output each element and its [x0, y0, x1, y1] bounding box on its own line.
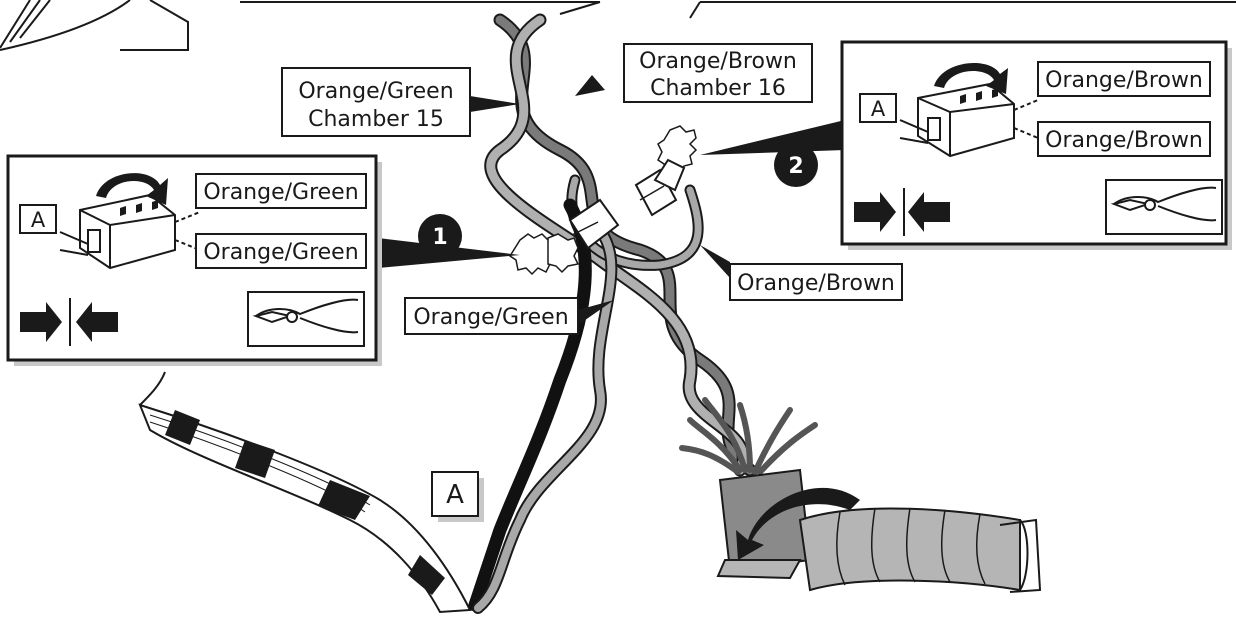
svg-text:Orange/Brown: Orange/Brown — [1045, 128, 1203, 153]
step-badge-1: 1 — [418, 214, 462, 258]
svg-text:Orange/Green: Orange/Green — [203, 240, 358, 265]
svg-text:1: 1 — [432, 225, 447, 250]
callout-text: Orange/Brown — [737, 271, 895, 296]
twisted-pair-top — [484, 13, 757, 477]
cable-bundle — [679, 397, 1042, 593]
callout-orange-green-wire: Orange/Green — [404, 297, 579, 335]
svg-text:A: A — [871, 97, 886, 121]
instruction-panel-left: A Orange/Green Orange/Green — [6, 154, 382, 366]
svg-text:Orange/Green: Orange/Green — [203, 180, 358, 205]
step-badge-2: 2 — [774, 143, 818, 187]
key-box-a: A — [19, 204, 57, 234]
pliers-icon — [247, 291, 365, 347]
svg-text:A: A — [446, 480, 464, 510]
splice-connector-1 — [508, 198, 620, 276]
callout-line-1: Orange/Brown — [639, 49, 797, 74]
pliers-icon — [1105, 179, 1223, 235]
connector-icon — [59, 193, 201, 270]
ribbon-cable — [138, 371, 472, 614]
press-arrows-icon — [20, 298, 118, 346]
svg-text:A: A — [31, 208, 46, 232]
twisted-pair-bottom — [468, 198, 618, 614]
splice-connector-2 — [634, 125, 698, 217]
svg-text:2: 2 — [788, 154, 803, 179]
wire-label-bottom: Orange/Brown — [1037, 121, 1211, 157]
rotate-arrow-icon — [934, 62, 1008, 94]
wrap-direction-arrow-icon — [736, 487, 860, 560]
instruction-panel-right: A Orange/Brown Orange/Brown — [840, 40, 1232, 250]
callout-line-2: Chamber 15 — [308, 107, 444, 132]
callout-orange-green-chamber: Orange/Green Chamber 15 — [281, 67, 471, 137]
key-box-a: A — [859, 93, 897, 123]
top-strip — [240, 1, 1236, 19]
wire-label-bottom: Orange/Green — [195, 233, 367, 269]
callout-text: Orange/Green — [413, 305, 568, 330]
wire-label-top: Orange/Brown — [1037, 61, 1211, 97]
callout-line-1: Orange/Green — [298, 79, 453, 104]
callout-line-2: Chamber 16 — [650, 76, 786, 101]
corner-sketch — [0, 0, 189, 51]
callout-orange-brown-chamber: Orange/Brown Chamber 16 — [623, 43, 813, 103]
bottom-key-a: A — [431, 471, 484, 522]
wire-label-top: Orange/Green — [195, 173, 367, 209]
svg-text:Orange/Brown: Orange/Brown — [1045, 68, 1203, 93]
press-arrows-icon — [854, 188, 950, 236]
rotate-arrow-icon — [96, 173, 168, 205]
callout-orange-brown-wire: Orange/Brown — [729, 263, 903, 301]
